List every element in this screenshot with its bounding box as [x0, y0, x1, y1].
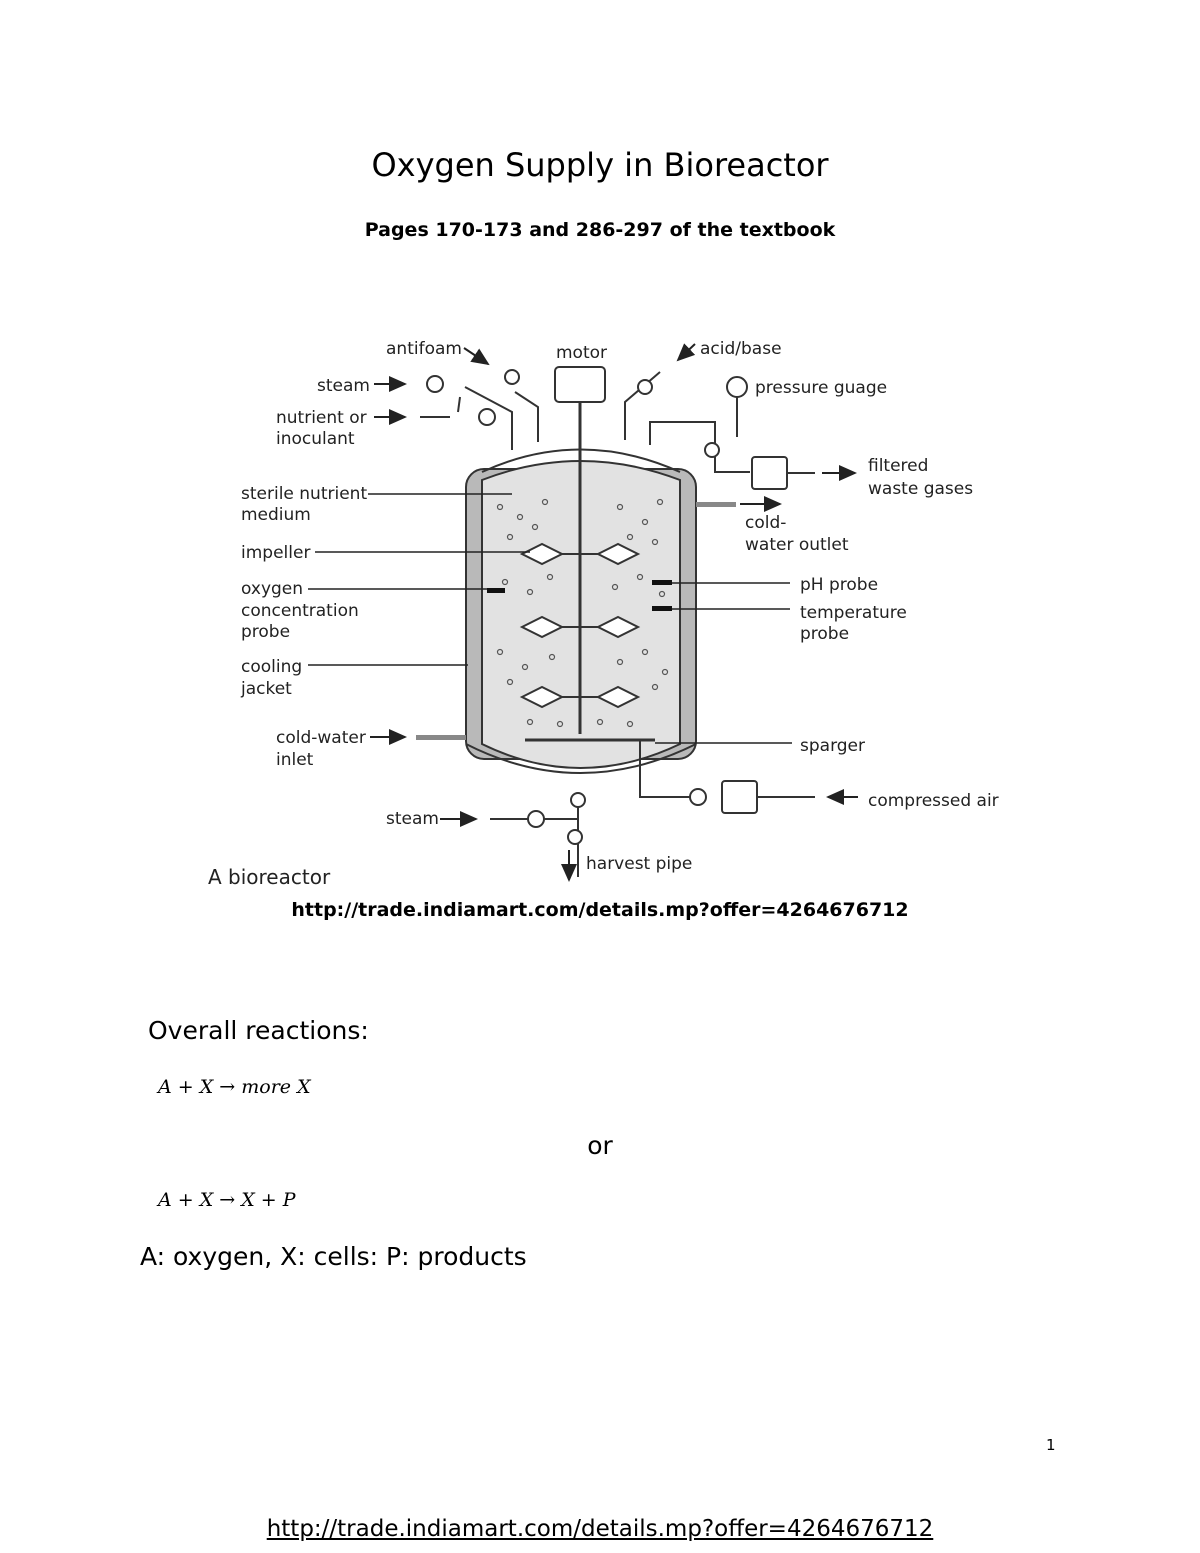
cold-water-outlet-pipe [696, 502, 736, 507]
label-cold-outlet-line2: water outlet [745, 535, 849, 555]
or-separator: or [587, 1131, 613, 1160]
vessel-bottom [465, 743, 697, 774]
label-temp-line1: temperature [800, 603, 907, 623]
label-cold-outlet-line1: cold- [745, 513, 786, 533]
label-ph-probe: pH probe [800, 575, 878, 595]
footer-link[interactable]: http://trade.indiamart.com/details.mp?of… [266, 1516, 934, 1542]
label-impeller: impeller [241, 543, 310, 563]
label-filtered-line2: waste gases [868, 479, 973, 499]
label-cooling-line1: cooling [241, 657, 302, 677]
air-filter [721, 780, 758, 814]
label-filtered-line1: filtered [868, 456, 928, 476]
label-cooling-line2: jacket [240, 679, 292, 699]
air-line [639, 739, 690, 798]
bottom-valve [570, 792, 586, 808]
air-valve [689, 788, 707, 806]
label-steam-bottom: steam [386, 809, 439, 829]
diagram-caption: A bioreactor [208, 865, 331, 889]
ph-probe-tip [652, 580, 672, 585]
page-subtitle: Pages 170-173 and 286-297 of the textboo… [364, 219, 836, 241]
leader-lines [308, 493, 792, 744]
air-bubbles [496, 498, 669, 728]
exhaust-valve [704, 442, 720, 458]
overall-reactions-heading: Overall reactions: [148, 1016, 369, 1045]
oxygen-probe [487, 588, 505, 593]
label-harvest-pipe: harvest pipe [586, 854, 692, 874]
label-nutrient-line1: nutrient or [276, 408, 367, 428]
bioreactor-diagram: antifoam motor acid/base steam pressure … [200, 332, 1010, 897]
label-nutrient-line2: inoculant [276, 429, 355, 449]
pressure-gauge-dial [726, 376, 748, 398]
impeller-blades [519, 542, 641, 709]
label-temp-line2: probe [800, 624, 849, 644]
page-number: 1 [1046, 1436, 1056, 1454]
footer: http://trade.indiamart.com/details.mp?of… [0, 1516, 1200, 1542]
label-cold-inlet-line2: inlet [276, 750, 314, 770]
variable-legend: A: oxygen, X: cells: P: products [140, 1242, 527, 1271]
steam-valve-top [426, 375, 444, 393]
label-sterile-line2: medium [241, 505, 311, 525]
steam-valve-bottom [527, 810, 545, 828]
label-compressed-air: compressed air [868, 791, 999, 811]
label-sterile-line1: sterile nutrient [241, 484, 367, 504]
exhaust-filter [751, 456, 788, 490]
label-oxygen-line3: probe [241, 622, 290, 642]
top-pipes [420, 371, 750, 473]
label-motor: motor [556, 343, 607, 363]
temperature-probe-tip [652, 606, 672, 611]
harvest-valve [567, 829, 583, 845]
label-antifoam: antifoam [386, 339, 462, 359]
label-oxygen-line2: concentration [241, 601, 359, 621]
equation-product: A + X → X + P [158, 1189, 296, 1211]
label-acid-base: acid/base [700, 339, 782, 359]
cold-water-inlet-pipe [416, 735, 466, 740]
source-url: http://trade.indiamart.com/details.mp?of… [291, 899, 909, 921]
label-oxygen-line1: oxygen [241, 579, 303, 599]
equation-growth: A + X → more X [158, 1076, 311, 1098]
acid-base-valve [637, 379, 653, 395]
antifoam-valve [504, 369, 520, 385]
nutrient-valve [478, 408, 496, 426]
label-cold-inlet-line1: cold-water [276, 728, 366, 748]
arrows [370, 343, 858, 882]
page-title: Oxygen Supply in Bioreactor [371, 146, 829, 184]
label-sparger: sparger [800, 736, 865, 756]
label-steam-top: steam [317, 376, 370, 396]
motor-box [554, 366, 606, 403]
label-pressure-gauge: pressure guage [755, 378, 887, 398]
